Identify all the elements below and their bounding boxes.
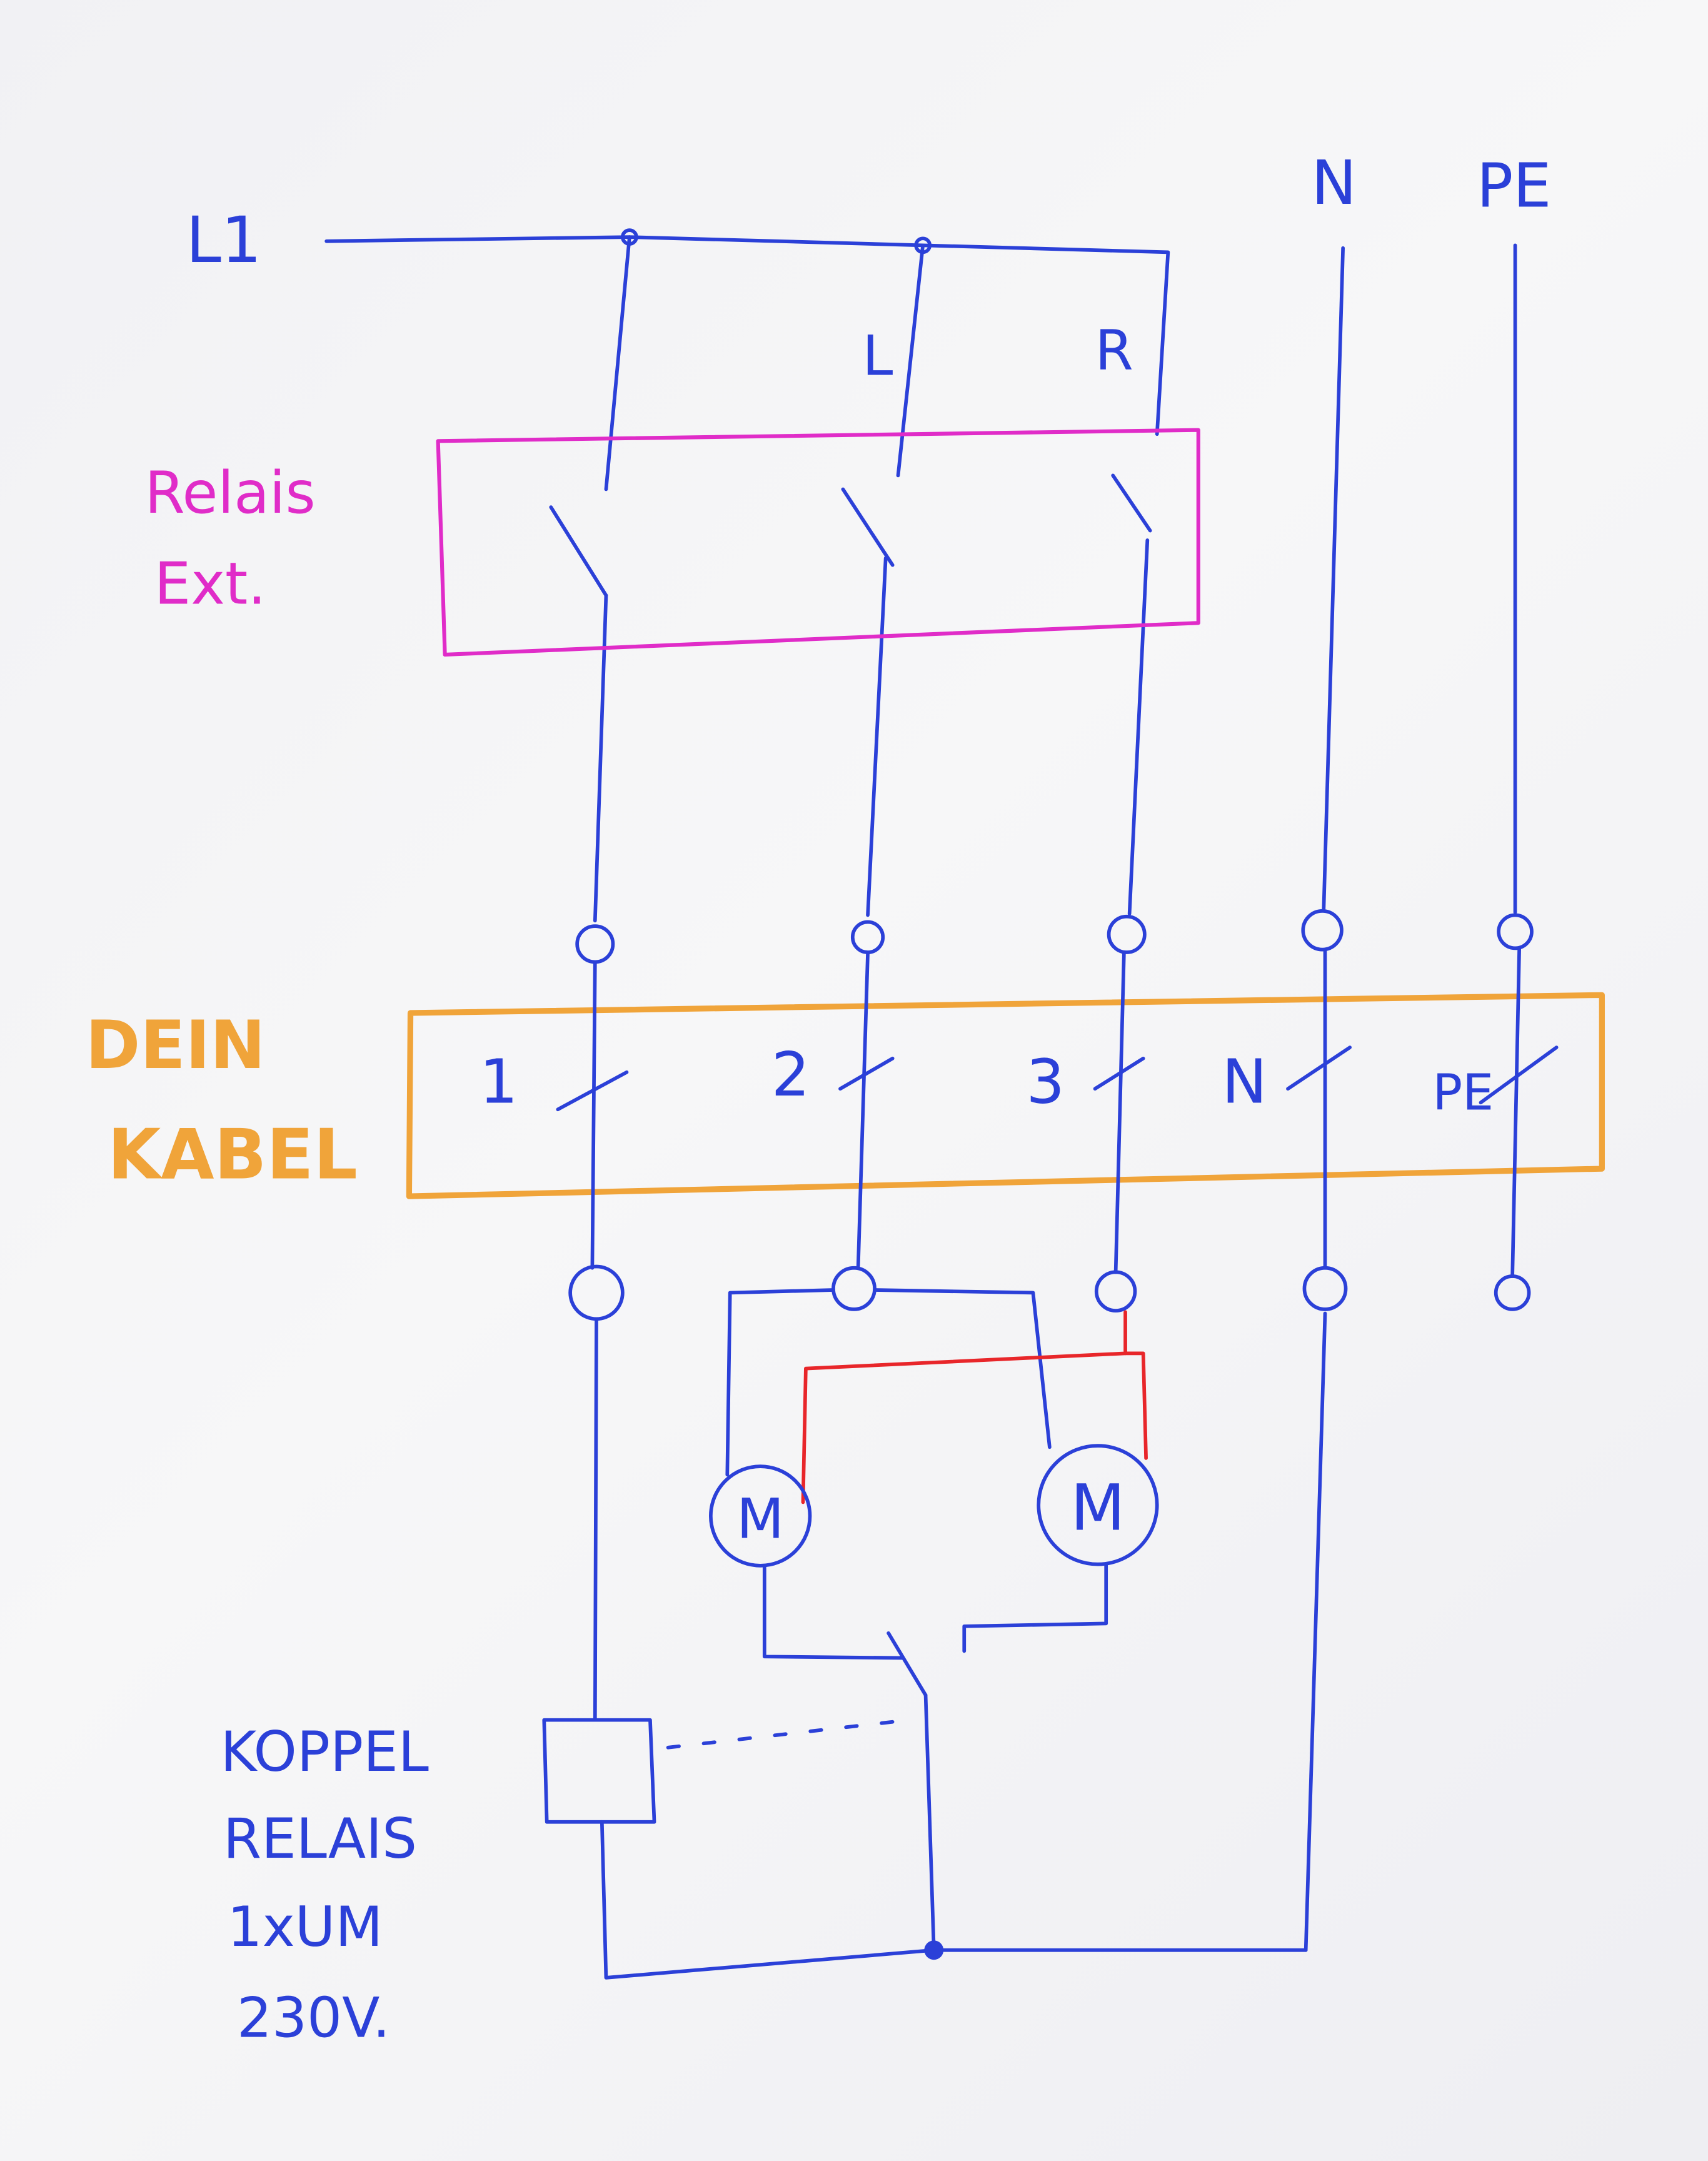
motor-1: M — [709, 1464, 812, 1568]
motor2-return — [962, 1562, 1108, 1653]
conductor-2 — [841, 243, 925, 917]
junction-dot — [924, 1940, 944, 1960]
motor-1-label: M — [736, 1487, 784, 1551]
n-label: N — [1311, 148, 1357, 218]
conductor-label-n: N — [1222, 1046, 1267, 1117]
relay-label-line2: Ext. — [154, 550, 266, 617]
conductor-3 — [1111, 473, 1152, 916]
conductor-label-3: 3 — [1026, 1046, 1065, 1117]
cable-label-line1: DEIN — [86, 1007, 266, 1084]
neutral-lower — [1304, 1311, 1327, 1952]
r-label: R — [1095, 318, 1133, 383]
coupling-relay-line3: 1xUM — [228, 1895, 383, 1959]
conductor-1 — [549, 235, 631, 923]
cable-box — [406, 992, 1605, 1199]
mechanical-link — [666, 1718, 911, 1750]
bridge-wire-2 — [1123, 1351, 1148, 1460]
relay-contact-1 — [549, 505, 608, 598]
conductor-label-2: 2 — [771, 1039, 810, 1110]
motor1-return — [762, 1563, 904, 1660]
neutral-wire — [1322, 246, 1345, 912]
coupling-relay-line4: 230V. — [237, 1986, 390, 2050]
relay-contact-3 — [1111, 473, 1152, 533]
neutral-return — [600, 1820, 1308, 1980]
pe-label: PE — [1477, 151, 1552, 221]
cable-label-line2: KABEL — [108, 1114, 358, 1194]
conductor-label-1: 1 — [480, 1046, 518, 1117]
cable-conductors — [556, 946, 1559, 1278]
contact-common — [923, 1693, 936, 1952]
coupling-relay-line1: KOPPEL — [221, 1720, 429, 1784]
relay-label-line1: Relais — [144, 459, 315, 526]
motor2-supply — [873, 1288, 1052, 1449]
l-label: L — [862, 323, 893, 388]
motor-2-label: M — [1070, 1471, 1125, 1545]
l1-bus — [324, 228, 1170, 436]
lower-terminals — [568, 1264, 1531, 1321]
changeover-contact — [887, 1631, 928, 1697]
motor1-supply — [725, 1288, 835, 1477]
upper-terminals — [575, 909, 1534, 964]
external-relay-box — [436, 428, 1200, 657]
conductor-label-pe: PE — [1432, 1063, 1494, 1121]
l1-label: L1 — [186, 203, 261, 277]
coupling-relay-line2: RELAIS — [223, 1806, 417, 1871]
relay-contact-2 — [841, 487, 895, 567]
coupling-relay-coil — [542, 1718, 656, 1824]
coil-supply — [593, 1317, 598, 1722]
bridge-wire-1 — [801, 1310, 1127, 1504]
motor-2: M — [1037, 1444, 1159, 1566]
